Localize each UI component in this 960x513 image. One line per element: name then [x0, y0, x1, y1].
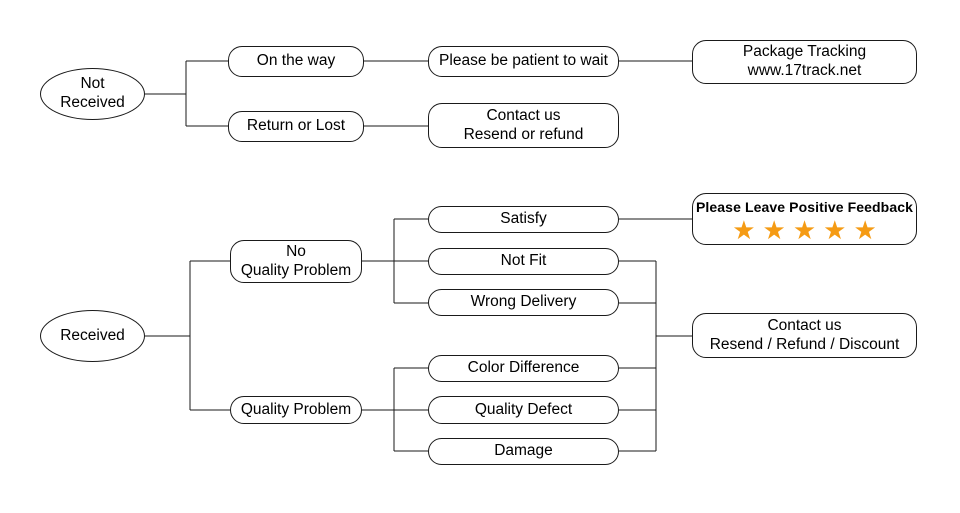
node-color-difference[interactable]: Color Difference — [428, 355, 619, 382]
node-quality-defect-label: Quality Defect — [474, 400, 573, 418]
star-icon[interactable]: ★ — [762, 215, 786, 246]
node-please-be-patient-to-wait[interactable]: Please be patient to wait — [428, 46, 619, 77]
node-package-tracking-url: www.17track.net — [747, 62, 862, 79]
node-contact-resend-line1: Contact us — [486, 106, 561, 124]
node-package-tracking[interactable]: Package Tracking www.17track.net — [692, 40, 917, 84]
node-quality-problem[interactable]: Quality Problem — [230, 396, 362, 424]
node-leave-positive-feedback[interactable]: Please Leave Positive Feedback ★ ★ ★ ★ ★ — [692, 193, 917, 245]
star-icon[interactable]: ★ — [732, 215, 756, 246]
node-satisfy-label: Satisfy — [500, 210, 547, 228]
node-not-received[interactable]: Not Received — [40, 68, 145, 120]
node-no-quality-problem-line2: Quality Problem — [240, 261, 352, 279]
node-please-wait-label: Please be patient to wait — [439, 52, 608, 70]
node-return-or-lost[interactable]: Return or Lost — [228, 111, 364, 142]
feedback-caption: Please Leave Positive Feedback — [695, 199, 913, 215]
node-not-fit[interactable]: Not Fit — [428, 248, 619, 275]
node-color-difference-label: Color Difference — [467, 359, 580, 377]
node-damage[interactable]: Damage — [428, 438, 619, 465]
node-no-quality-problem[interactable]: No Quality Problem — [230, 240, 362, 283]
node-not-received-line1: Not — [80, 75, 105, 93]
node-no-quality-problem-line1: No — [286, 242, 306, 260]
node-package-tracking-line1: Package Tracking — [742, 43, 867, 61]
node-not-fit-label: Not Fit — [500, 252, 547, 270]
star-icon[interactable]: ★ — [792, 215, 817, 246]
node-quality-defect[interactable]: Quality Defect — [428, 396, 619, 424]
star-rating[interactable]: ★ ★ ★ ★ ★ — [732, 217, 877, 243]
node-received-label: Received — [60, 326, 125, 344]
node-received[interactable]: Received — [40, 310, 145, 362]
node-damage-label: Damage — [494, 442, 553, 460]
node-return-or-lost-label: Return or Lost — [246, 117, 346, 135]
star-icon[interactable]: ★ — [853, 215, 877, 246]
node-quality-problem-label: Quality Problem — [240, 400, 352, 418]
node-on-the-way[interactable]: On the way — [228, 46, 364, 77]
node-contact-us-resend-or-refund[interactable]: Contact us Resend or refund — [428, 103, 619, 148]
node-satisfy[interactable]: Satisfy — [428, 206, 619, 233]
node-contact-resend-line2: Resend or refund — [463, 125, 584, 143]
node-contact-discount-line1: Contact us — [767, 316, 842, 334]
node-on-the-way-label: On the way — [256, 52, 336, 70]
node-wrong-delivery[interactable]: Wrong Delivery — [428, 289, 619, 316]
node-contact-us-resend-refund-discount[interactable]: Contact us Resend / Refund / Discount — [692, 313, 917, 358]
node-wrong-delivery-label: Wrong Delivery — [470, 293, 577, 311]
node-not-received-line2: Received — [60, 94, 125, 111]
node-contact-discount-line2: Resend / Refund / Discount — [709, 335, 900, 353]
star-icon[interactable]: ★ — [823, 215, 847, 246]
